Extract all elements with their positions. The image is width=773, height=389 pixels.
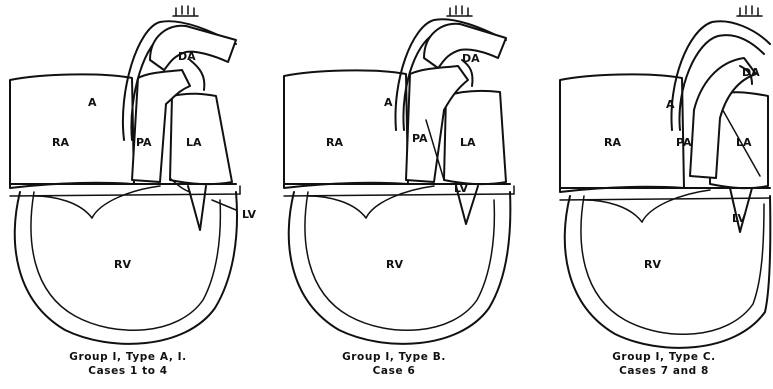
- caption-line-2: Case 6: [373, 365, 416, 377]
- caption-line-1: Group I, Type B.: [342, 351, 446, 363]
- panel-type-c: A DA RA PA LA LV RV Group I, Type C. Cas…: [560, 6, 770, 377]
- heart-outline: [560, 6, 770, 348]
- heart-outline: [10, 6, 240, 344]
- label-a: A: [88, 96, 97, 109]
- label-lv: LV: [732, 212, 746, 225]
- label-ra: RA: [604, 136, 621, 149]
- label-pa: PA: [676, 136, 692, 149]
- label-ra: RA: [326, 136, 343, 149]
- label-da: DA: [178, 50, 196, 63]
- label-la: LA: [460, 136, 476, 149]
- label-lv: LV: [454, 182, 468, 195]
- label-ra: RA: [52, 136, 69, 149]
- label-a: A: [384, 96, 393, 109]
- label-rv: RV: [114, 258, 131, 271]
- label-pa: PA: [412, 132, 428, 145]
- label-la: LA: [186, 136, 202, 149]
- caption-line-1: Group I, Type A, I.: [69, 351, 187, 363]
- panel-type-b: A DA RA PA LA LV RV Group I, Type B. Cas…: [284, 6, 514, 377]
- panel-type-a: A DA RA PA LA LV RV Group I, Type A, I. …: [10, 6, 256, 377]
- label-rv: RV: [386, 258, 403, 271]
- label-rv: RV: [644, 258, 661, 271]
- label-pa: PA: [136, 136, 152, 149]
- caption-line-2: Cases 7 and 8: [619, 365, 709, 377]
- label-lv: LV: [242, 208, 256, 221]
- caption-line-2: Cases 1 to 4: [88, 365, 167, 377]
- caption-line-1: Group I, Type C.: [612, 351, 716, 363]
- label-a: A: [666, 98, 675, 111]
- label-la: LA: [736, 136, 752, 149]
- label-da: DA: [742, 66, 760, 79]
- label-da: DA: [462, 52, 480, 65]
